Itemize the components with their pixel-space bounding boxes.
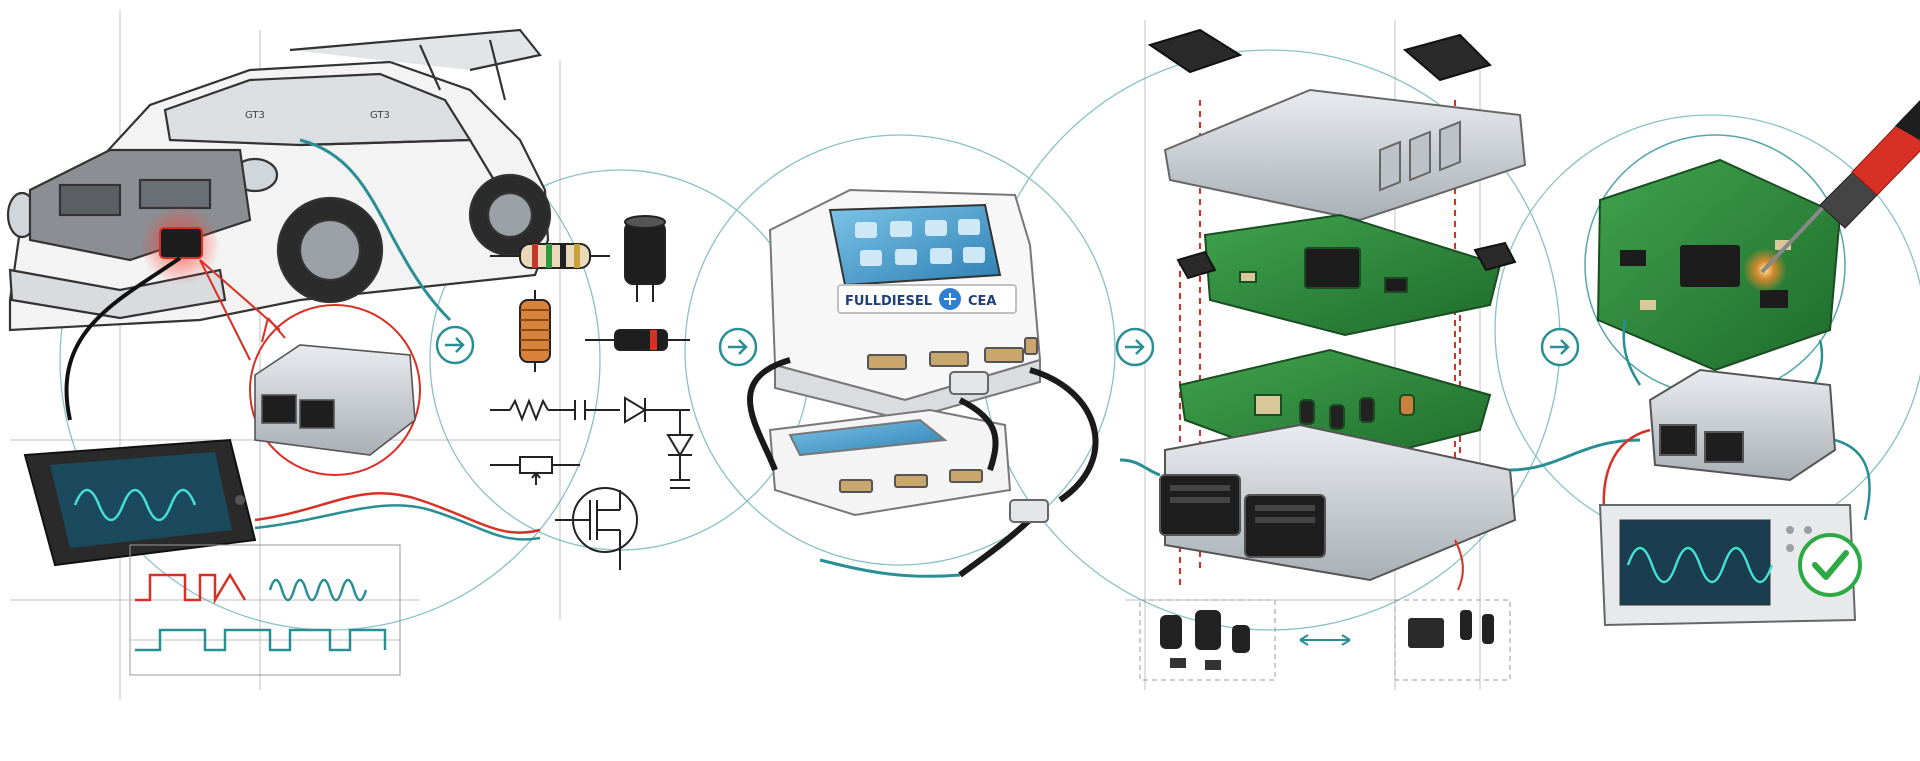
car-badge: GT3 (245, 110, 265, 121)
flow-arrows (435, 325, 1580, 367)
pcb-layer-upper (1203, 213, 1502, 337)
ecu-top-cover (1163, 88, 1527, 222)
ecu-module-small (254, 344, 416, 456)
teal-signal-wire-2 (254, 504, 541, 541)
red-pulse-wave (135, 572, 247, 605)
arrow-right-circle-icon (718, 327, 758, 367)
interface-main-unit (768, 188, 1042, 422)
ecu-callout (199, 259, 421, 476)
ecu-module-repaired (1648, 368, 1837, 482)
flow-arrow-down-right (1810, 339, 1824, 389)
check-circle-icon (1798, 533, 1862, 597)
teal-signal-wire-5 (1119, 458, 1161, 477)
teal-signal-wire-3 (819, 558, 961, 578)
capacitor-component (624, 221, 666, 285)
oscilloscope (1598, 504, 1857, 627)
car-badge-rear: GT3 (370, 110, 390, 121)
obd-cable (64, 256, 182, 421)
arrow-right-circle-icon (1540, 327, 1580, 367)
waveform-panel (129, 544, 401, 676)
swap-arrow-icon (1299, 634, 1351, 646)
flow-arrow-down-left (1622, 319, 1642, 386)
stage-repair-verification (1584, 100, 1920, 627)
capacitor-symbol (574, 400, 620, 420)
interface-brand-left: FULLDIESEL (845, 294, 932, 309)
diode-component (585, 329, 690, 351)
scope-waveform (1626, 546, 1774, 584)
screen-app-icons (855, 219, 985, 266)
arrow-right-circle-icon (1115, 327, 1155, 367)
vertical-diode-symbol (666, 410, 694, 489)
potentiometer-symbol (490, 456, 580, 485)
interface-brand-right: CEA (968, 294, 996, 309)
ecu-base-housing (1159, 423, 1517, 582)
red-callout-arrow (1454, 539, 1464, 591)
mosfet-symbol (555, 487, 638, 570)
cable-plug-top (949, 371, 989, 395)
resistor-symbol (490, 398, 575, 422)
soldering-iron-icon (1760, 100, 1920, 274)
diode-symbol (624, 396, 690, 424)
teal-signal-wire-4 (1509, 438, 1641, 472)
stage-programming-interface: FULLDIESEL CEA (746, 188, 1099, 578)
soldering-pcb-closeup (1584, 134, 1846, 396)
chip-side-right (1473, 241, 1517, 272)
teal-square-wave (135, 628, 387, 652)
inductor-coil (519, 290, 551, 372)
cable-plug-bottom (1009, 499, 1049, 523)
spare-relay-box (1394, 599, 1511, 681)
red-signal-wire (254, 492, 541, 534)
sports-car-illustration: GT3 GT3 (6, 28, 552, 332)
chip-side-left (1176, 250, 1217, 280)
arrow-right-circle-icon (435, 325, 475, 365)
interface-ports (867, 337, 1038, 370)
interface-secondary-unit (768, 408, 1012, 517)
stage-exploded-ecu (1119, 28, 1641, 681)
teal-signal-wire-1 (299, 138, 452, 322)
teal-sine-wave (268, 578, 368, 602)
chip-top-right (1402, 33, 1492, 82)
obd-connector (159, 227, 203, 259)
tablet-waveform (73, 488, 197, 522)
chip-top-left (1147, 28, 1243, 74)
stage-component-schematic (490, 215, 694, 570)
diagnostic-tablet (23, 438, 257, 567)
teal-probe-wire (1834, 438, 1871, 521)
spare-capacitors-box (1139, 599, 1276, 681)
stage-vehicle-diagnosis: GT3 GT3 (6, 28, 552, 676)
